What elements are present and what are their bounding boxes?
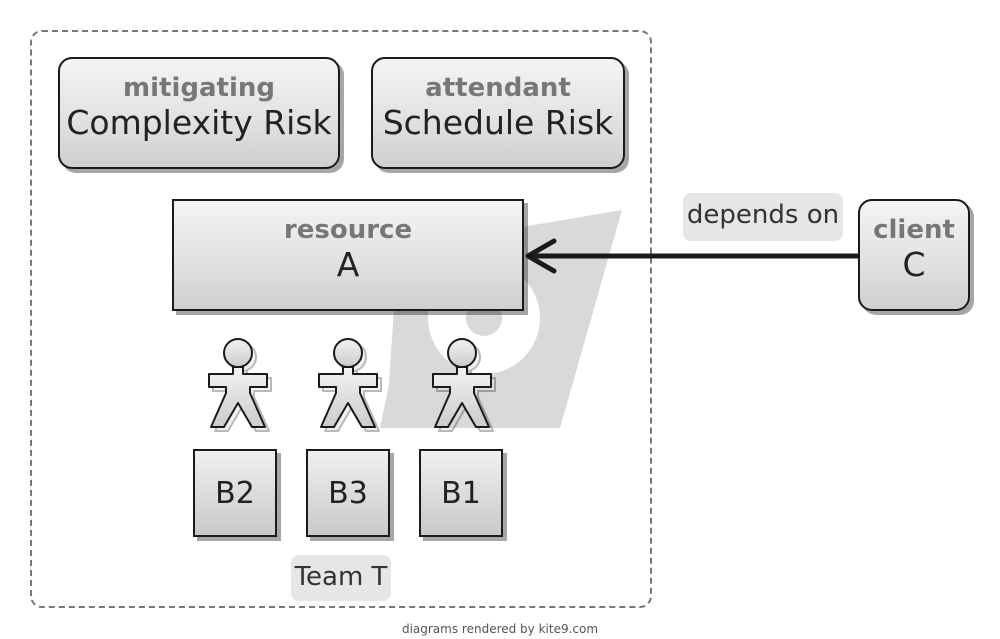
client-box[interactable]: client C [858, 199, 970, 311]
resource-name: A [336, 245, 360, 284]
risk-name: Schedule Risk [382, 103, 614, 142]
resource-box[interactable]: resource A [172, 199, 524, 311]
edge-label: depends on [683, 193, 843, 241]
person-icon [318, 338, 382, 432]
person-icon [208, 338, 272, 432]
risk-box-schedule[interactable]: attendant Schedule Risk [371, 57, 625, 169]
client-stereotype: client [873, 215, 955, 245]
risk-box-complexity[interactable]: mitigating Complexity Risk [58, 57, 340, 169]
team-container [30, 30, 652, 608]
risk-stereotype: attendant [425, 73, 571, 103]
member-box-b3[interactable]: B3 [306, 449, 390, 537]
footer-credit: diagrams rendered by kite9.com [401, 622, 599, 636]
member-box-b1[interactable]: B1 [419, 449, 503, 537]
member-box-b2[interactable]: B2 [193, 449, 277, 537]
risk-stereotype: mitigating [123, 73, 275, 103]
person-icon [432, 338, 496, 432]
risk-name: Complexity Risk [66, 103, 332, 142]
client-name: C [902, 245, 926, 284]
container-label: Team T [291, 555, 391, 601]
resource-stereotype: resource [283, 215, 413, 245]
